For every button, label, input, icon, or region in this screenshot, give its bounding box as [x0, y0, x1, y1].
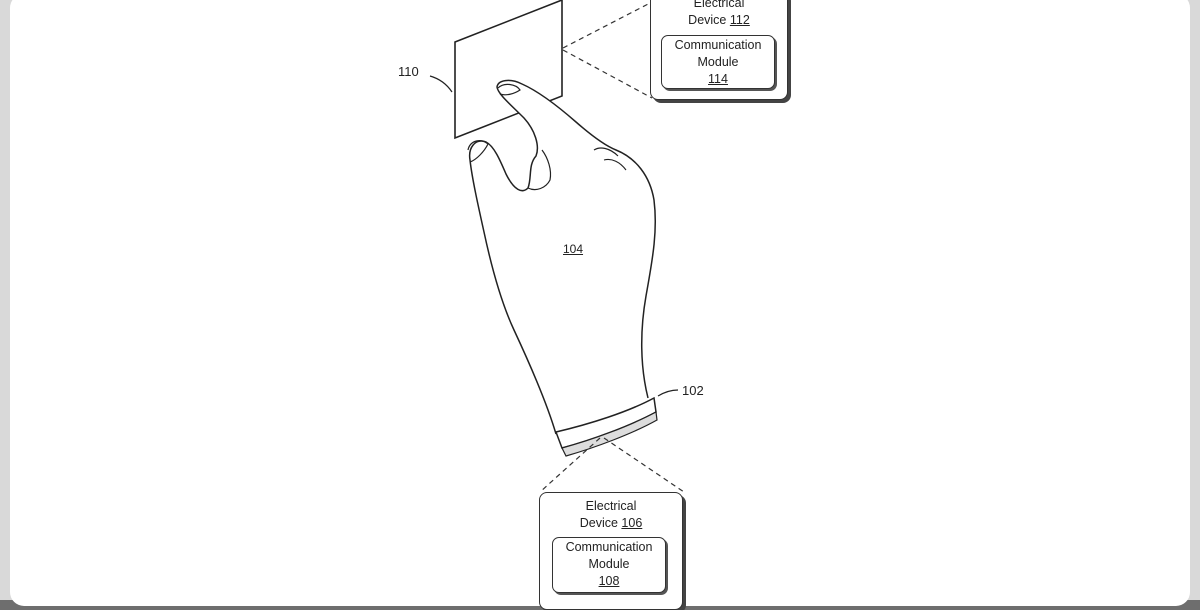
cuff-102-rim — [561, 411, 658, 457]
projection-line-bottom-1 — [539, 437, 601, 493]
module-114-ref: 114 — [708, 72, 728, 86]
module-114-line2: Module — [697, 55, 739, 69]
cuff-102-leader — [657, 389, 679, 397]
electrical-device-106-box: Electrical Device 106 Communication Modu… — [539, 492, 683, 610]
device-106-line1: Electrical — [585, 499, 637, 513]
knuckle-line-1 — [527, 149, 552, 191]
hand-104-label: 104 — [563, 242, 584, 256]
card-110-leader — [429, 75, 453, 93]
knuckle-line-2 — [593, 147, 619, 157]
device-112-ref: 112 — [729, 13, 750, 27]
knuckle-line-3 — [603, 158, 627, 171]
module-108-line2: Module — [588, 557, 630, 571]
projection-line-bottom-2 — [603, 437, 685, 493]
communication-module-114-box: Communication Module 114 — [661, 35, 775, 89]
hand-104-outline — [468, 79, 657, 435]
device-106-ref: 106 — [621, 516, 643, 530]
projection-line-top-2 — [562, 49, 653, 99]
module-114-line1: Communication — [674, 38, 762, 52]
projection-line-top-1 — [562, 1, 653, 49]
device-112-line1: Electrical — [693, 0, 745, 10]
card-110-label: 110 — [398, 64, 419, 79]
communication-module-108-box: Communication Module 108 — [552, 537, 666, 593]
module-108-ref: 108 — [598, 574, 620, 588]
device-112-line2: Device 112 — [688, 13, 750, 27]
module-108-line1: Communication — [565, 540, 653, 554]
cuff-102-label: 102 — [682, 383, 704, 398]
thumb-nail — [467, 140, 489, 163]
fingertip-nail — [497, 83, 521, 96]
electrical-device-112-box: Electrical Device 112 Communication Modu… — [650, 0, 788, 100]
device-106-line2: Device 106 — [579, 516, 643, 530]
